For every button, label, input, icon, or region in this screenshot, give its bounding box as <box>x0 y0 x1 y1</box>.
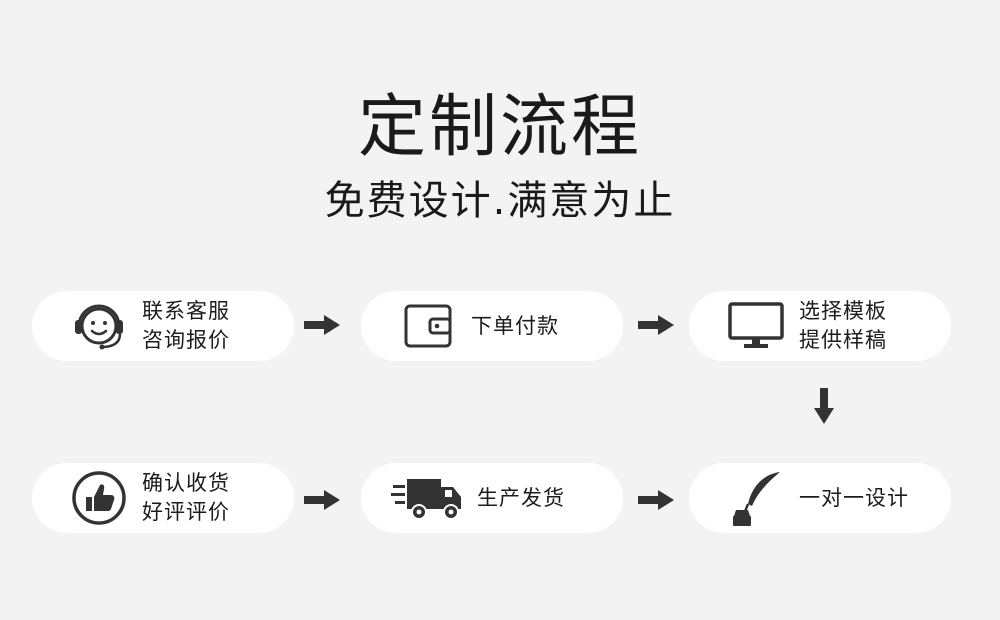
step-label: 生产发货 <box>477 485 565 510</box>
step-production-shipping: 生产发货 <box>361 463 623 533</box>
arrow-right-icon <box>638 315 674 335</box>
delivery-truck-icon <box>391 467 465 529</box>
arrow-right-icon <box>304 315 340 335</box>
step-label: 一对一设计 <box>799 485 909 510</box>
monitor-icon <box>725 295 787 357</box>
step-label: 选择模板 提供样稿 <box>799 299 887 352</box>
arrow-left-icon <box>638 490 674 510</box>
step-contact-service: 联系客服 咨询报价 <box>32 291 294 361</box>
step-label: 下单付款 <box>471 313 559 338</box>
page-title: 定制流程 <box>357 88 642 167</box>
step-one-on-one-design: 一对一设计 <box>689 463 951 533</box>
arrow-left-icon <box>304 490 340 510</box>
quill-ink-icon <box>725 467 787 529</box>
step-label: 确认收货 好评评价 <box>142 471 230 524</box>
page-subtitle: 免费设计.满意为止 <box>324 178 676 224</box>
headset-icon <box>68 295 130 357</box>
step-label: 联系客服 咨询报价 <box>142 299 230 352</box>
step-confirm-receipt: 确认收货 好评评价 <box>32 463 294 533</box>
arrow-down-icon <box>814 388 834 424</box>
step-place-order: 下单付款 <box>361 291 623 361</box>
step-select-template: 选择模板 提供样稿 <box>689 291 951 361</box>
wallet-icon <box>397 295 459 357</box>
thumbs-up-icon <box>68 467 130 529</box>
